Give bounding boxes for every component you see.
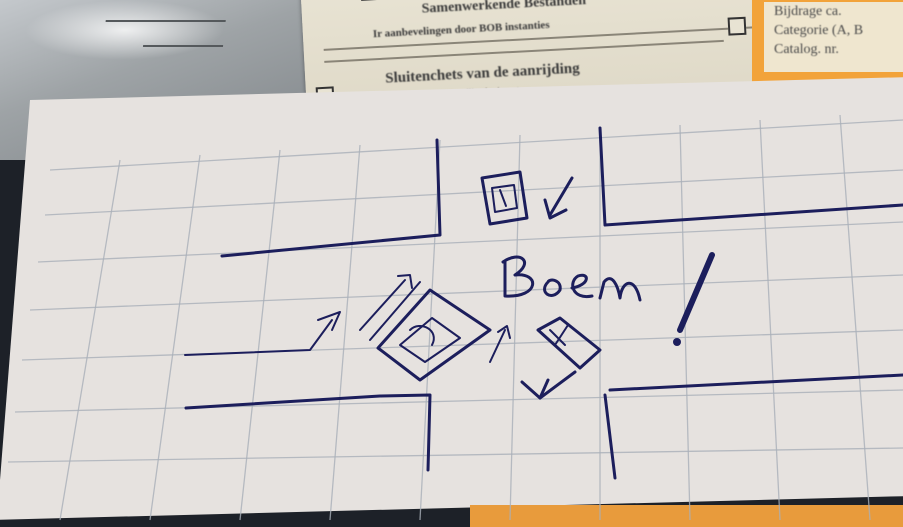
grid-lines — [8, 115, 903, 520]
car-top — [482, 172, 572, 224]
road-lines — [185, 128, 903, 478]
car-right — [522, 318, 600, 398]
handwritten-boem — [503, 255, 712, 346]
car-bottom — [318, 275, 510, 380]
